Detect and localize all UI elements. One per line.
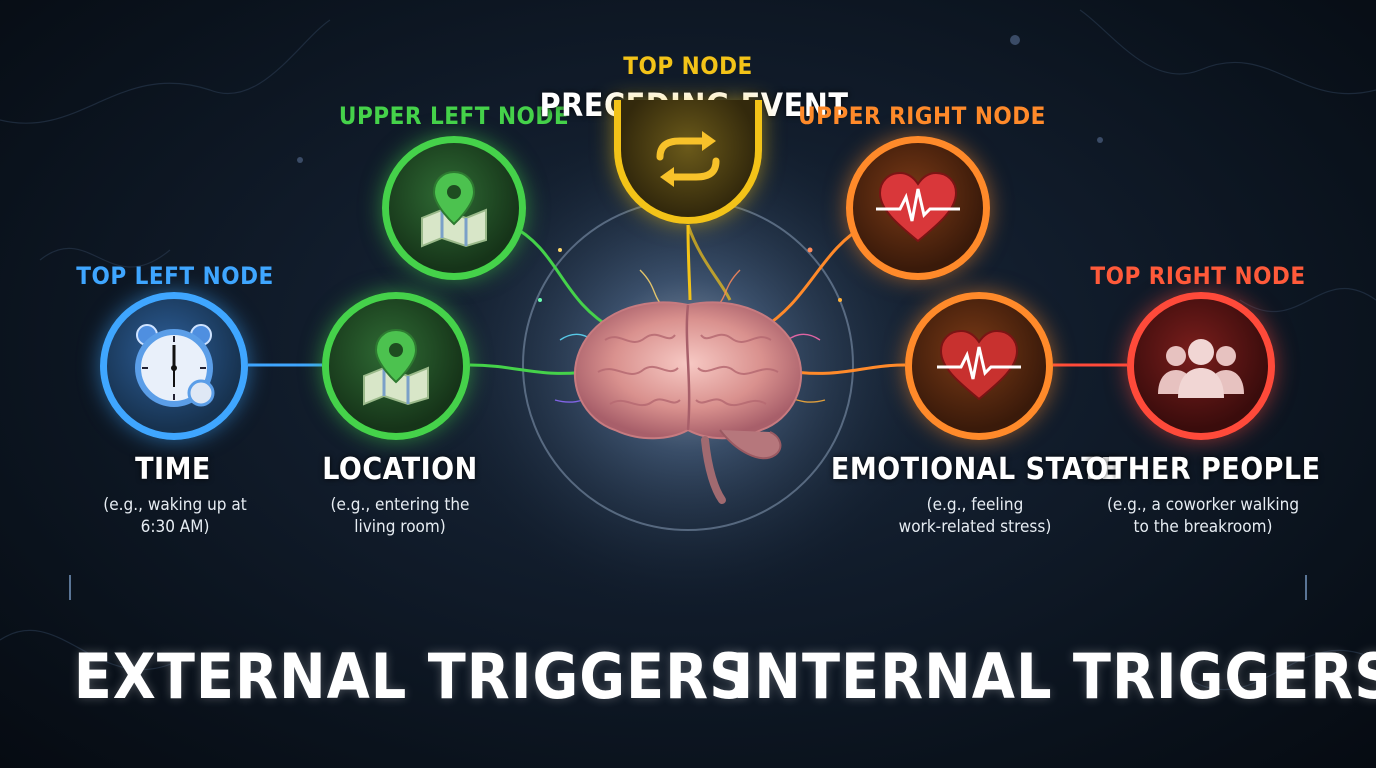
upper-right-node[interactable] bbox=[846, 136, 990, 280]
trigger-bracket bbox=[69, 560, 1307, 720]
emotional-state-node[interactable] bbox=[905, 292, 1053, 440]
people-icon bbox=[1158, 339, 1244, 398]
heartbeat-icon bbox=[876, 171, 960, 243]
location-example-line1: (e.g., entering the bbox=[330, 495, 470, 515]
node-caption-top-left: TOP LEFT NODE bbox=[76, 262, 274, 290]
cycle-arrows-icon bbox=[656, 130, 720, 187]
time-node[interactable] bbox=[100, 292, 248, 440]
map-pin-icon bbox=[363, 328, 429, 406]
other-people-example-line2: to the breakroom) bbox=[1133, 517, 1273, 537]
node-caption-top-right: TOP RIGHT NODE bbox=[1090, 262, 1306, 290]
location-example-line2: living room) bbox=[354, 517, 446, 537]
brain-icon bbox=[574, 301, 802, 504]
emotional-state-example-line1: (e.g., feeling bbox=[926, 495, 1024, 515]
emotional-state-label: EMOTIONAL STATE bbox=[830, 452, 1120, 487]
external-triggers-heading: EXTERNAL TRIGGERS bbox=[73, 640, 751, 713]
alarm-clock-icon bbox=[135, 324, 215, 407]
connectors bbox=[248, 223, 1127, 375]
internal-triggers-heading: INTERNAL TRIGGERS bbox=[732, 640, 1376, 713]
other-people-example-line1: (e.g., a coworker walking bbox=[1106, 495, 1300, 515]
emotional-state-example-line2: work-related stress) bbox=[898, 517, 1052, 537]
time-example-line2: 6:30 AM) bbox=[140, 517, 210, 537]
time-label: TIME bbox=[135, 452, 211, 487]
other-people-label: OTHER PEOPLE bbox=[1085, 452, 1321, 487]
location-node[interactable] bbox=[322, 292, 470, 440]
node-caption-top: TOP NODE bbox=[623, 52, 753, 80]
node-caption-upper-right: UPPER RIGHT NODE bbox=[798, 102, 1046, 130]
preceding-event-node[interactable] bbox=[614, 100, 762, 224]
sparkle-dots bbox=[297, 35, 1103, 302]
heartbeat-icon bbox=[937, 329, 1021, 401]
map-pin-icon bbox=[421, 170, 487, 248]
upper-left-node[interactable] bbox=[382, 136, 526, 280]
node-caption-upper-left: UPPER LEFT NODE bbox=[338, 102, 570, 130]
time-example-line1: (e.g., waking up at bbox=[103, 495, 247, 515]
neural-lines bbox=[0, 9, 1376, 691]
location-label: LOCATION bbox=[322, 452, 478, 487]
other-people-node[interactable] bbox=[1127, 292, 1275, 440]
